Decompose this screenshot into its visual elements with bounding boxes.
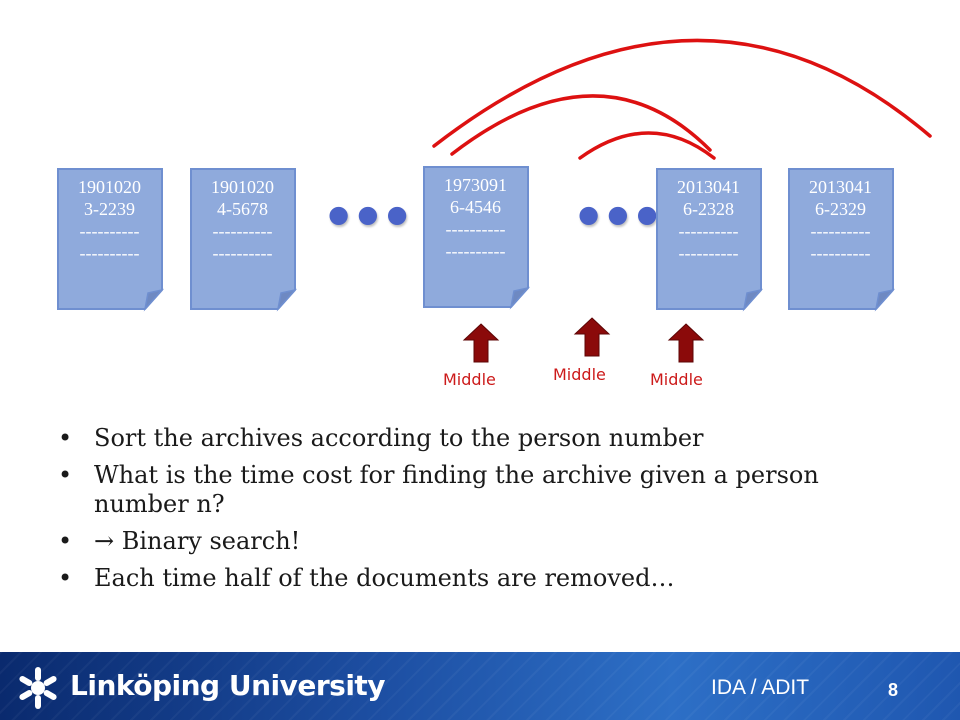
bullet-item: • What is the time cost for finding the … xyxy=(56,461,916,519)
archive-document: 1901020 4-5678 ---------- ---------- xyxy=(190,168,300,313)
person-number-part2: 3-2239 xyxy=(84,199,135,219)
document-content: 1973091 6-4546 ---------- ---------- xyxy=(423,174,528,262)
person-number-part1: 2013041 xyxy=(809,177,872,197)
bullet-text: What is the time cost for finding the ar… xyxy=(94,461,819,518)
person-number-part1: 1901020 xyxy=(78,177,141,197)
placeholder-line: ---------- xyxy=(678,221,739,241)
document-content: 1901020 4-5678 ---------- ---------- xyxy=(190,176,295,264)
person-number-part2: 6-4546 xyxy=(450,197,501,217)
bullet-text: Binary search! xyxy=(114,527,301,555)
archive-document: 2013041 6-2328 ---------- ---------- xyxy=(656,168,766,313)
middle-label: Middle xyxy=(443,370,496,389)
bullet-item: • → Binary search! xyxy=(56,527,916,556)
document-icon xyxy=(423,166,531,310)
bullet-item: • Sort the archives according to the per… xyxy=(56,424,916,453)
footer-texture xyxy=(0,652,960,720)
bullet-list: • Sort the archives according to the per… xyxy=(56,424,916,601)
placeholder-line: ---------- xyxy=(212,221,273,241)
person-number-part2: 6-2329 xyxy=(815,199,866,219)
placeholder-line: ---------- xyxy=(445,219,506,239)
document-icon xyxy=(656,168,764,312)
person-number-part1: 1901020 xyxy=(211,177,274,197)
bullet-item: • Each time half of the documents are re… xyxy=(56,564,916,593)
page-number: 8 xyxy=(888,680,899,700)
placeholder-line: ---------- xyxy=(810,243,871,263)
arc-upper-half xyxy=(450,94,712,156)
person-number-part2: 4-5678 xyxy=(217,199,268,219)
document-icon xyxy=(57,168,165,312)
document-icon xyxy=(788,168,896,312)
archive-document: 2013041 6-2329 ---------- ---------- xyxy=(788,168,898,313)
bullet-text: Sort the archives according to the perso… xyxy=(94,424,704,452)
placeholder-line: ---------- xyxy=(810,221,871,241)
up-arrow-icon xyxy=(572,316,612,358)
up-arrow-icon xyxy=(666,322,706,364)
person-number-part1: 2013041 xyxy=(677,177,740,197)
ellipsis-gap: ••• xyxy=(572,188,664,248)
ellipsis-gap: ••• xyxy=(322,188,414,248)
right-arrow-icon: → xyxy=(94,527,115,555)
bullet-dot: • xyxy=(58,461,73,489)
person-number-part1: 1973091 xyxy=(444,175,507,195)
university-name: Linköping University xyxy=(70,669,386,702)
middle-label: Middle xyxy=(650,370,703,389)
archive-document: 1901020 3-2239 ---------- ---------- xyxy=(57,168,167,313)
placeholder-line: ---------- xyxy=(79,221,140,241)
bullet-text: Each time half of the documents are remo… xyxy=(94,564,675,592)
placeholder-line: ---------- xyxy=(212,243,273,263)
middle-label: Middle xyxy=(553,365,606,384)
liu-logo-icon xyxy=(19,667,57,709)
archive-document: 1973091 6-4546 ---------- ---------- xyxy=(423,166,533,311)
document-content: 2013041 6-2329 ---------- ---------- xyxy=(788,176,893,264)
arc-quarter-range xyxy=(578,131,716,160)
up-arrow-icon xyxy=(461,322,501,364)
document-icon xyxy=(190,168,298,312)
bullet-dot: • xyxy=(58,527,73,555)
placeholder-line: ---------- xyxy=(678,243,739,263)
placeholder-line: ---------- xyxy=(445,241,506,261)
document-content: 1901020 3-2239 ---------- ---------- xyxy=(57,176,162,264)
bullet-dot: • xyxy=(58,424,73,452)
placeholder-line: ---------- xyxy=(79,243,140,263)
arc-full-range xyxy=(432,38,932,148)
person-number-part2: 6-2328 xyxy=(683,199,734,219)
department-label: IDA / ADIT xyxy=(711,676,810,699)
bullet-dot: • xyxy=(58,564,73,592)
document-content: 2013041 6-2328 ---------- ---------- xyxy=(656,176,761,264)
footer-bar: Linköping University IDA / ADIT 8 xyxy=(0,652,960,720)
